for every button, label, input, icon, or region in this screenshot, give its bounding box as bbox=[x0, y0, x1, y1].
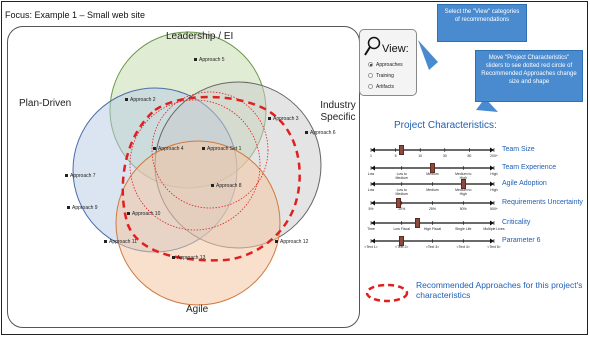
slider-tick-label: <Text 3> bbox=[425, 245, 440, 249]
slider-tick-label: <Text 5> bbox=[487, 245, 501, 249]
slider-tick-label: High bbox=[490, 172, 498, 176]
slider-tick-label: <Text 4> bbox=[456, 245, 470, 249]
slider-name-label: Team Size bbox=[502, 146, 535, 153]
magnifier-icon bbox=[364, 36, 381, 56]
slider-thumb[interactable] bbox=[395, 198, 401, 208]
slider-tick-label: Single Life bbox=[455, 227, 472, 231]
venn-circle-agile bbox=[115, 140, 281, 306]
view-title: View: bbox=[382, 43, 409, 55]
slider-tick-label: 5 bbox=[394, 154, 397, 158]
slider-thumb[interactable] bbox=[399, 145, 405, 155]
venn-diagram-container bbox=[7, 26, 360, 328]
slider-thumb[interactable] bbox=[460, 179, 466, 189]
approach-item[interactable]: Approach 4 bbox=[153, 146, 184, 152]
callout-view-arrow bbox=[418, 40, 438, 70]
view-option-label: Approaches bbox=[376, 62, 403, 68]
approach-item[interactable]: Approach 3 bbox=[268, 116, 299, 122]
slider-name-label: Criticality bbox=[502, 219, 531, 226]
slider-tick-label: 50% bbox=[459, 207, 467, 211]
slider-tick-label: <Text 1> bbox=[364, 245, 378, 249]
slider-tick-label: High Fiscal bbox=[423, 227, 442, 231]
recommended-approaches-boundary bbox=[121, 95, 301, 262]
slider-tick-label: 5% bbox=[368, 207, 374, 211]
slider-tick-label: 20% bbox=[398, 207, 406, 211]
radio-icon bbox=[368, 62, 373, 68]
slider-name-label: Parameter 6 bbox=[502, 237, 541, 244]
slider-tick-label: Medium to High bbox=[455, 172, 472, 180]
slider-tick-label: Medium bbox=[426, 188, 439, 192]
slider-tick-label: 10 bbox=[418, 154, 423, 158]
slider-tick-label: Low Fiscal bbox=[393, 227, 411, 231]
slider-tick-label: Low to Medium bbox=[395, 172, 408, 180]
approach-item[interactable]: Approach 8 bbox=[211, 183, 242, 189]
view-option-approaches[interactable]: Approaches bbox=[368, 62, 403, 68]
set-label-agile: Agile bbox=[186, 304, 209, 315]
slider-thumb[interactable] bbox=[430, 163, 435, 173]
approach-item[interactable]: Approach 2 bbox=[125, 97, 156, 103]
view-option-label: Training bbox=[376, 73, 394, 79]
callout-view: Select the "View" categories of recommen… bbox=[437, 4, 527, 42]
slider-name-label: Agile Adoption bbox=[502, 180, 547, 187]
radio-icon bbox=[368, 73, 373, 79]
callout-sliders-arrow bbox=[476, 98, 498, 112]
characteristics-title: Project Characteristics: bbox=[394, 120, 497, 131]
approach-item[interactable]: Approach Set 1 bbox=[202, 146, 241, 152]
approach-item[interactable]: Approach 6 bbox=[305, 130, 336, 136]
approach-item[interactable]: Approach 5 bbox=[194, 57, 225, 63]
slider-tick-label: Multiple Lives bbox=[483, 227, 505, 231]
view-option-training[interactable]: Training bbox=[368, 73, 394, 79]
approach-item[interactable]: Approach 13 bbox=[172, 255, 205, 261]
callout-sliders: Move "Project Characteristics" sliders t… bbox=[475, 50, 583, 102]
slider-tick-label: 80 bbox=[467, 154, 472, 158]
recommended-circle-dotted-2 bbox=[129, 99, 261, 231]
slider-name-label: Team Experience bbox=[502, 164, 557, 171]
set-label-industry: Industry Specific bbox=[320, 100, 356, 123]
slider-tick-label: 30 bbox=[442, 154, 447, 158]
slider-tick-label: Time bbox=[367, 227, 375, 231]
approach-item[interactable]: Approach 10 bbox=[127, 211, 160, 217]
slider-tick-label: Medium bbox=[426, 172, 439, 176]
approach-item[interactable]: Approach 12 bbox=[275, 239, 308, 245]
slider-tick-label: Low to Medium bbox=[395, 188, 408, 196]
recommended-circle-dotted-1 bbox=[151, 91, 269, 209]
slider-tick-label: High bbox=[490, 188, 498, 192]
legend-text: Recommended Approaches for this project'… bbox=[416, 280, 583, 300]
approach-item[interactable]: Approach 9 bbox=[67, 205, 98, 211]
slider-name-label: Requirements Uncertainty bbox=[502, 199, 583, 206]
slider-thumb[interactable] bbox=[399, 236, 405, 246]
set-label-plan-driven: Plan-Driven bbox=[19, 98, 72, 109]
slider-tick-label: Medium to High bbox=[455, 188, 472, 196]
page-title: Focus: Example 1 – Small web site bbox=[5, 10, 146, 20]
approach-item[interactable]: Approach 7 bbox=[65, 173, 96, 179]
slider-tick-label: 25% bbox=[428, 207, 436, 211]
legend-dashed-ellipse bbox=[365, 283, 409, 303]
view-panel: View: Approaches Training Artifacts bbox=[359, 29, 417, 96]
slider-tick-label: Low bbox=[367, 172, 375, 176]
slider-tick-label: 500+ bbox=[490, 207, 498, 211]
slider-tick-label: 200+ bbox=[490, 154, 498, 158]
view-option-artifacts[interactable]: Artifacts bbox=[368, 84, 394, 90]
slider-tick-label: Low bbox=[367, 188, 375, 192]
slider-tick-label: 1 bbox=[370, 154, 372, 158]
approach-item[interactable]: Approach 11 bbox=[104, 239, 137, 245]
radio-icon bbox=[368, 84, 373, 90]
slider-tick-label: <Text 2> bbox=[395, 245, 409, 249]
view-option-label: Artifacts bbox=[376, 84, 395, 90]
set-label-leadership: Leadership / EI bbox=[166, 31, 234, 42]
slider-thumb[interactable] bbox=[415, 218, 421, 228]
